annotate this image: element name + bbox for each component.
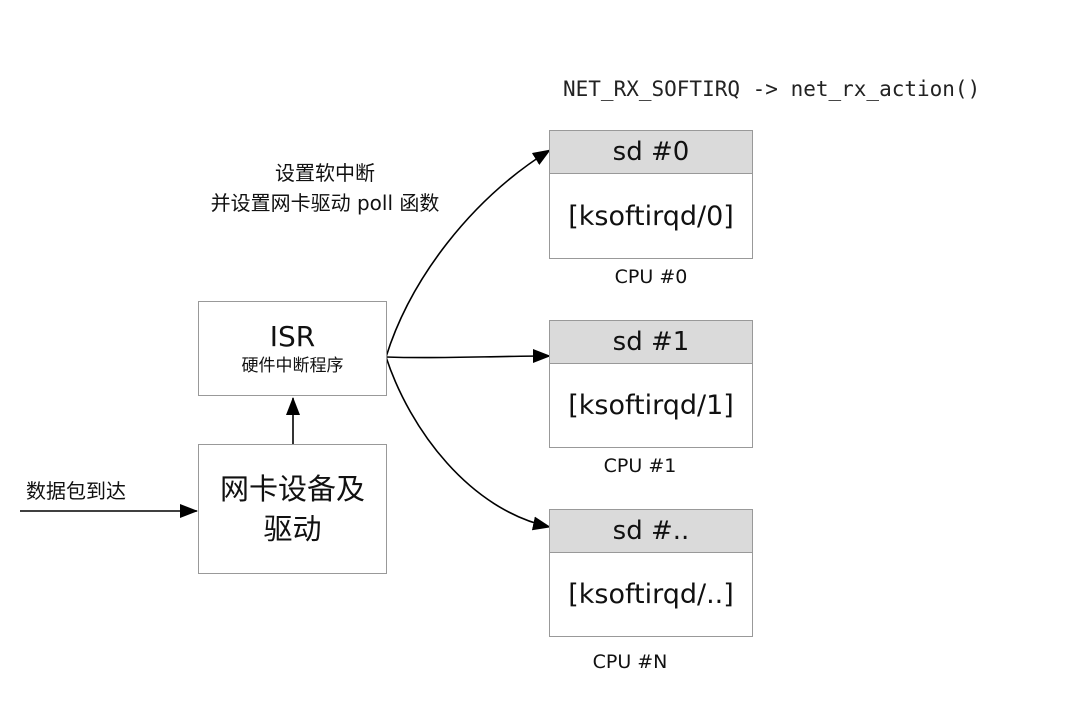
softnet-data-box-cpuN: sd #.. [ksoftirqd/..] [549, 509, 753, 637]
ksoftirqd-label: [ksoftirqd/0] [568, 200, 734, 232]
isr-title: ISR [269, 319, 316, 353]
nic-driver-box: 网卡设备及 驱动 [198, 444, 387, 574]
sd-header: sd #0 [550, 131, 752, 174]
sd-label: sd #.. [612, 516, 690, 546]
annotation-line-1: 设置软中断 [275, 161, 375, 185]
isr-subtitle: 硬件中断程序 [241, 355, 344, 376]
sd-body: [ksoftirqd/1] [550, 364, 752, 447]
sd-body: [ksoftirqd/..] [550, 553, 752, 636]
cpu-label: CPU #0 [614, 266, 688, 288]
sd-label: sd #1 [612, 327, 690, 357]
packet-arrival-label: 数据包到达 [26, 479, 126, 503]
isr-to-sdN-arrow [385, 356, 551, 531]
ksoftirqd-label: [ksoftirqd/1] [568, 390, 734, 421]
annotation-line-2: 并设置网卡驱动 poll 函数 [210, 191, 440, 215]
softirq-annotation: 设置软中断 并设置网卡驱动 poll 函数 [180, 158, 470, 218]
nic-line-2: 驱动 [263, 512, 322, 546]
sd-header: sd #1 [550, 321, 752, 364]
isr-to-sd1-arrow [385, 349, 551, 364]
sd-header: sd #.. [550, 510, 752, 553]
softnet-data-box-cpu0: sd #0 [ksoftirqd/0] [549, 130, 753, 259]
softnet-data-box-cpu1: sd #1 [ksoftirqd/1] [549, 320, 753, 448]
sd-body: [ksoftirqd/0] [550, 174, 752, 258]
isr-box: ISR 硬件中断程序 [198, 301, 387, 396]
isr-to-sd0-arrow [385, 149, 551, 358]
sd-label: sd #0 [612, 137, 690, 167]
softirq-handler-note: NET_RX_SOFTIRQ -> net_rx_action() [563, 77, 981, 101]
cpu-label: CPU #1 [603, 455, 677, 477]
cpu-label: CPU #N [592, 651, 668, 673]
nic-line-1: 网卡设备及 [219, 472, 365, 506]
ksoftirqd-label: [ksoftirqd/..] [568, 579, 734, 610]
